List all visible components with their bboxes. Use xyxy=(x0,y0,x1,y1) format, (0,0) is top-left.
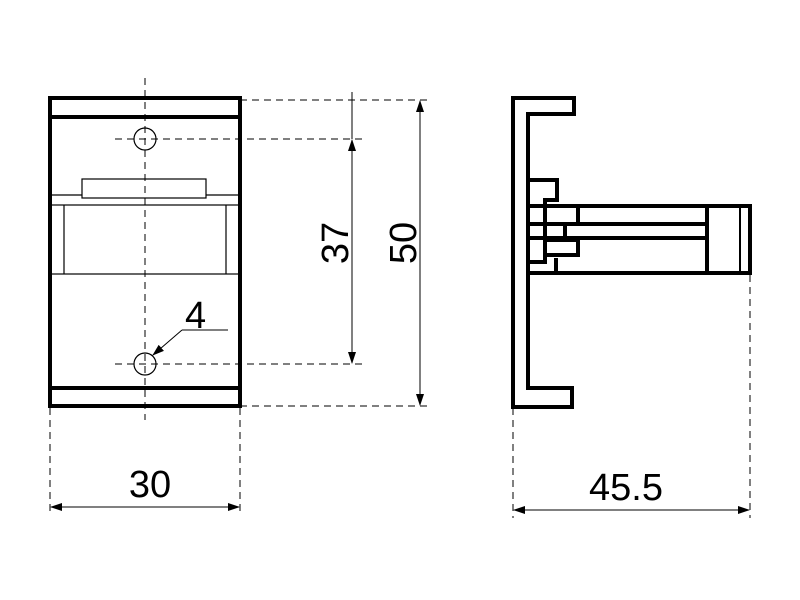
width-dimension: 30 xyxy=(49,408,241,515)
width-label: 30 xyxy=(129,464,171,506)
height-label: 50 xyxy=(383,222,425,264)
top-tab xyxy=(81,178,207,199)
hole-diameter-callout: 4 xyxy=(152,295,228,356)
hole-spacing-label: 37 xyxy=(315,222,357,264)
depth-dimension: 45.5 xyxy=(513,467,750,514)
hole-diameter-label: 4 xyxy=(185,295,206,337)
side-view xyxy=(511,96,752,518)
side-bracket xyxy=(511,96,576,409)
depth-label: 45.5 xyxy=(589,467,663,509)
side-clip xyxy=(529,178,559,264)
vertical-dimensions: 37 50 xyxy=(240,92,430,407)
front-view xyxy=(48,78,365,420)
